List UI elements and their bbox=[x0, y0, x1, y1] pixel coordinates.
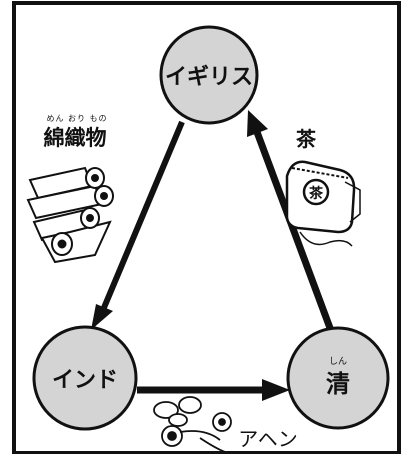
arrow-qing-to-britain bbox=[247, 110, 334, 330]
node-britain: イギリス bbox=[159, 25, 259, 125]
node-qing-label: 清 bbox=[326, 370, 350, 398]
node-qing-reading: しん bbox=[329, 356, 347, 367]
diagram-frame bbox=[12, 1, 401, 454]
node-qing: しん 清 bbox=[286, 326, 390, 430]
tea-bag-illustration: 茶 bbox=[285, 160, 361, 247]
cotton-label: 綿織物 bbox=[44, 126, 107, 150]
node-india: インド bbox=[32, 325, 138, 431]
tea-bag-mark: 茶 bbox=[308, 185, 324, 202]
cotton-reading: めん おり もの bbox=[46, 114, 107, 123]
arrow-india-to-qing bbox=[137, 379, 290, 401]
arrow-britain-to-india bbox=[91, 120, 185, 330]
tea-label: 茶 bbox=[296, 127, 317, 151]
node-britain-label: イギリス bbox=[165, 65, 253, 90]
cotton-rolls-illustration bbox=[26, 166, 114, 264]
node-india-label: インド bbox=[52, 368, 118, 393]
opium-label: アヘン bbox=[238, 427, 298, 451]
opium-poppy-illustration bbox=[153, 396, 232, 453]
